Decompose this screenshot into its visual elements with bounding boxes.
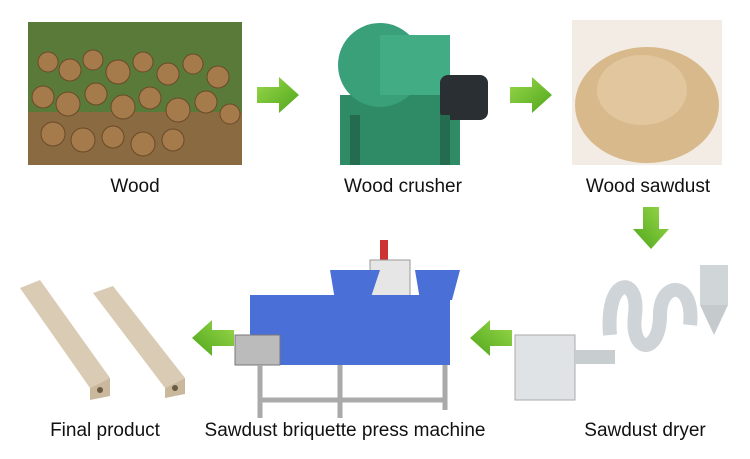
- label-wood-crusher: Wood crusher: [344, 176, 462, 197]
- label-sawdust-dryer: Sawdust dryer: [584, 420, 706, 441]
- label-wood-sawdust: Wood sawdust: [585, 176, 711, 197]
- label-briquette-press: Sawdust briquette press machine: [204, 420, 486, 441]
- wood-image: [28, 22, 242, 165]
- final-product-image: [15, 278, 190, 400]
- label-wood: Wood: [110, 176, 160, 197]
- label-final-product: Final product: [50, 420, 160, 441]
- wood-crusher-image: [320, 15, 492, 165]
- arrow-left-icon: [468, 318, 514, 358]
- arrow-right-icon: [508, 75, 554, 115]
- arrow-left-icon: [190, 318, 236, 358]
- arrow-down-icon: [631, 205, 671, 251]
- arrow-right-icon: [255, 75, 301, 115]
- briquette-press-machine-image: [220, 240, 465, 420]
- wood-sawdust-image: [572, 20, 722, 165]
- sawdust-dryer-image: [510, 255, 735, 405]
